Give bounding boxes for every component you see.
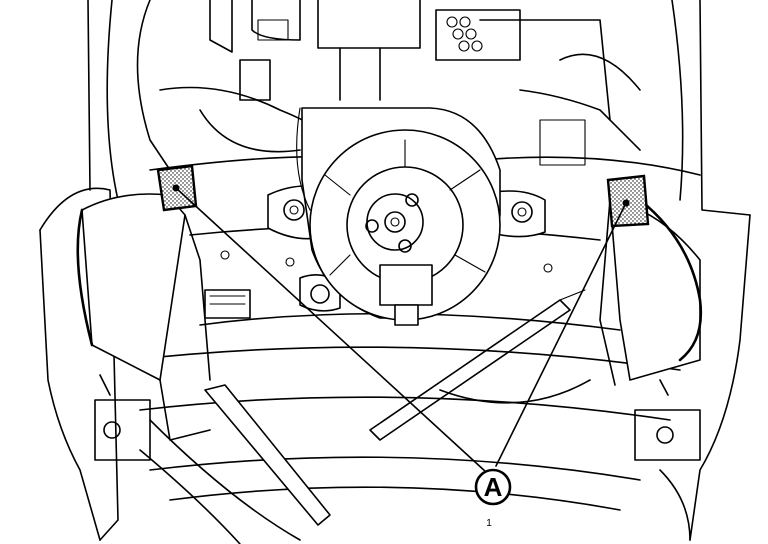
leader-lines	[175, 187, 627, 473]
blower-motor-assembly	[296, 107, 501, 326]
right-sensor-pad	[606, 174, 650, 228]
leader-line-right	[495, 202, 627, 467]
callout-circle	[474, 468, 512, 506]
foreground-trim	[139, 289, 591, 544]
leader-line-left	[175, 187, 487, 473]
callout-sublabel: 1	[486, 518, 492, 529]
left-duct-panel	[76, 193, 211, 441]
callout-a: A 1	[474, 468, 512, 529]
callout-label: A	[484, 472, 503, 502]
right-duct-panel	[599, 198, 703, 396]
